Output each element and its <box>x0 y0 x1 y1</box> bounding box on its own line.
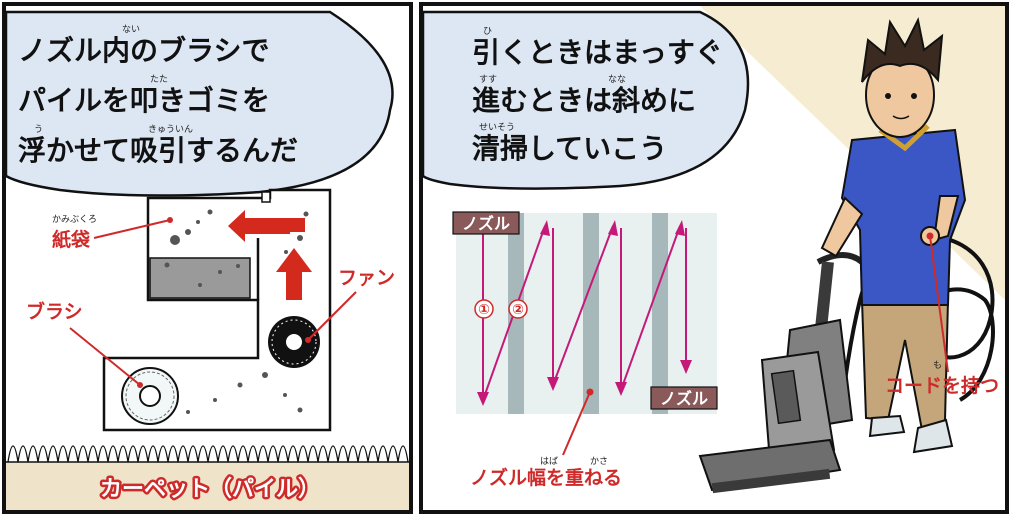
step-1-label: ① <box>478 302 490 318</box>
ruby-kamibukuro: かみぶくろ <box>52 214 97 225</box>
nozzle-tag-top: ノズル <box>452 211 520 235</box>
cleaning-pattern-area <box>456 213 717 414</box>
brush-label: ブラシ <box>26 300 83 323</box>
step-2-circle <box>508 299 528 319</box>
fan-leader-dot <box>305 337 311 343</box>
ruby-u: う <box>34 124 43 135</box>
vacuum-cleaner-illustration <box>698 252 864 494</box>
fan-leader-line <box>307 291 357 341</box>
right-speech-line-1: 引くときはまっすぐ <box>472 36 723 69</box>
hold-cord-label: コードを持つ <box>885 374 999 397</box>
dust-particles <box>164 209 309 414</box>
paper-bag-dust <box>149 257 251 299</box>
left-speech-line-2: パイルを叩きゴミを <box>18 84 270 117</box>
carpet-pile <box>6 432 409 510</box>
left-speech-line-1: ノズル内のブラシで <box>18 34 269 67</box>
ruby-susu: すす <box>479 74 497 85</box>
red-up-arrow-icon <box>276 248 312 300</box>
left-speech-line-3: 浮かせて吸引するんだ <box>18 134 298 167</box>
overlap-label: ノズル幅を重ねる <box>470 466 622 489</box>
nozzle-tag-bottom: ノズル <box>650 386 718 410</box>
ruby-haba: はば <box>540 456 558 467</box>
fan-label: ファン <box>338 267 395 289</box>
right-panel: 引くときはまっすぐ 進むときは斜めに 清掃していこう ひ すす なな せいそう <box>419 2 1009 514</box>
ruby-mo: も <box>933 360 942 371</box>
carpet-label: カーペット（パイル） <box>100 477 320 502</box>
ruby-hi: ひ <box>483 26 492 37</box>
left-panel: ノズル内のブラシで パイルを叩きゴミを 浮かせて吸引するんだ ない たた う き… <box>2 2 413 514</box>
paper-bag-leader-line <box>93 219 171 239</box>
paper-bag-leader-dot <box>167 217 173 223</box>
right-speech-line-3: 清掃していこう <box>472 132 667 165</box>
ruby-tata: たた <box>150 74 168 85</box>
arrow-heads <box>477 220 692 406</box>
step-1-circle <box>474 299 494 319</box>
nozzle-tag-bottom-label: ノズル <box>660 389 708 408</box>
ruby-nana: なな <box>608 74 626 85</box>
left-speech-bubble <box>4 10 394 197</box>
ruby-nai: ない <box>122 24 140 35</box>
nozzle-tag-top-label: ノズル <box>462 214 510 233</box>
brush-leader-dot <box>137 382 143 388</box>
brush-leader-line <box>69 327 141 386</box>
step-2-label: ② <box>512 302 524 318</box>
overlap-leader-line <box>562 391 591 456</box>
right-speech-bubble <box>421 10 750 190</box>
ruby-seisou: せいそう <box>479 122 515 133</box>
flow-arrow-left-icon <box>228 210 305 242</box>
air-outlet <box>261 191 271 203</box>
paper-bag-label: 紙袋 <box>52 228 91 251</box>
fan-icon <box>268 316 320 368</box>
ruby-kasa: かさ <box>590 456 608 467</box>
ruby-kyuuin: きゅういん <box>148 124 193 135</box>
right-speech-line-2: 進むときは斜めに <box>472 84 696 117</box>
hold-cord-leader-line <box>929 235 949 373</box>
